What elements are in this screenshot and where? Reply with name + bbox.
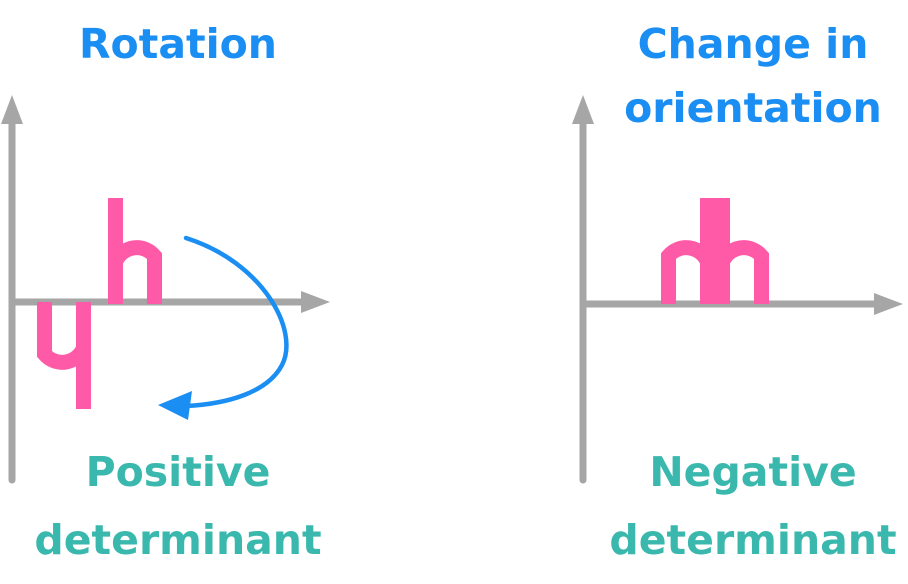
right-title-line1: Change in (638, 20, 869, 68)
left-y-arrowhead (1, 95, 23, 124)
right-panel: Change in orientation Negative determina… (572, 20, 903, 564)
left-panel: Rotation Positive determinant (1, 20, 330, 564)
mirrored-letter-h-icon (661, 198, 715, 304)
left-axes (1, 95, 330, 484)
right-axes (572, 95, 903, 484)
left-caption-line2: determinant (34, 516, 321, 564)
right-title-line2: orientation (624, 84, 882, 132)
right-y-arrowhead (572, 95, 594, 124)
right-caption-line2: determinant (609, 516, 896, 564)
letter-h-icon (715, 198, 769, 304)
right-caption-line1: Negative (649, 448, 856, 496)
left-caption-line1: Positive (86, 448, 271, 496)
right-x-arrowhead (874, 293, 903, 315)
letter-h-icon (108, 198, 162, 304)
rotated-letter-h-icon (37, 302, 91, 409)
left-x-arrowhead (301, 291, 330, 313)
left-title: Rotation (79, 20, 277, 68)
curved-arrow-icon (158, 235, 289, 420)
